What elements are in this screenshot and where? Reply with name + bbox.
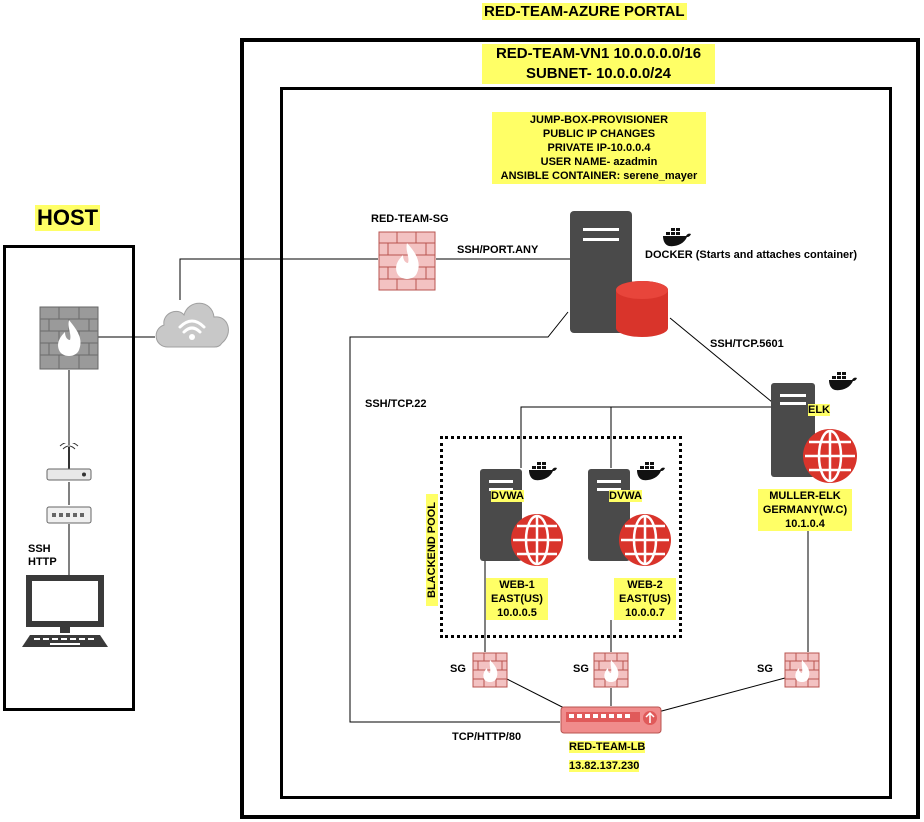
elk-region: GERMANY(W.C): [762, 504, 848, 516]
web2-info: WEB-2 EAST(US) 10.0.0.7: [614, 578, 676, 620]
jumpbox-line2: PUBLIC IP CHANGES: [542, 128, 656, 140]
router-icon[interactable]: [46, 441, 92, 488]
web1-docker-icon: [528, 462, 558, 487]
sg-label-web2: SG: [573, 663, 589, 675]
workstation-icon[interactable]: [20, 573, 110, 654]
load-balancer-ip: 13.82.137.230: [569, 760, 640, 772]
web2-ip: 10.0.0.7: [625, 607, 665, 619]
docker-label: DOCKER (Starts and attaches container): [645, 249, 858, 261]
sg-web2-firewall-icon[interactable]: [593, 652, 629, 693]
web2-region: EAST(US): [619, 593, 671, 605]
host-firewall-icon[interactable]: [39, 306, 99, 375]
link-ssh-port-any: SSH/PORT.ANY: [457, 244, 539, 256]
elk-docker-icon: [828, 372, 858, 397]
host-protocol-ssh: SSH: [28, 543, 51, 555]
modem-icon[interactable]: [46, 506, 92, 529]
link-ssh-tcp-22: SSH/TCP.22: [365, 398, 427, 410]
load-balancer-name: RED-TEAM-LB: [569, 741, 646, 753]
link-tcp-http-80: TCP/HTTP/80: [452, 731, 522, 743]
host-protocols: SSH HTTP: [28, 543, 57, 569]
host-protocol-http: HTTP: [28, 556, 57, 568]
vnet-line1: RED-TEAM-VN1 10.0.0.0.0/16: [495, 45, 702, 62]
web1-app-label: DVWA: [491, 490, 524, 502]
jumpbox-line1: JUMP-BOX-PROVISIONER: [529, 114, 669, 126]
web1-info: WEB-1 EAST(US) 10.0.0.5: [486, 578, 548, 620]
vnet-boundary: [240, 38, 920, 819]
elk-server-icon[interactable]: [770, 382, 860, 497]
elk-name: MULLER-ELK: [769, 490, 841, 502]
web2-globe-icon: [619, 514, 671, 566]
elk-ip: 10.1.0.4: [785, 518, 825, 530]
jumpbox-line4: USER NAME- azadmin: [540, 156, 658, 168]
jumpbox-line5: ANSIBLE CONTAINER: serene_mayer: [500, 170, 698, 182]
web1-name: WEB-1: [499, 579, 535, 591]
subnet-boundary: [280, 87, 892, 799]
link-ssh-tcp-5601: SSH/TCP.5601: [710, 338, 784, 350]
backend-pool-label: BLACKEND POOL: [426, 494, 438, 606]
web1-ip: 10.0.0.5: [497, 607, 537, 619]
backend-pool-boundary: [440, 436, 682, 638]
elk-app-label: ELK: [808, 404, 830, 416]
sg-web1-firewall-icon[interactable]: [472, 652, 508, 693]
jumpbox-info: JUMP-BOX-PROVISIONER PUBLIC IP CHANGES P…: [492, 112, 706, 184]
vnet-line2: SUBNET- 10.0.0.0/24: [525, 65, 672, 82]
load-balancer-icon[interactable]: [560, 706, 662, 739]
sg-label-web1: SG: [450, 663, 466, 675]
security-group-firewall-icon[interactable]: [378, 231, 436, 296]
web2-docker-icon: [636, 462, 666, 487]
web1-region: EAST(US): [491, 593, 543, 605]
jumpbox-server-icon[interactable]: [569, 210, 675, 345]
web2-app-label: DVWA: [609, 490, 642, 502]
elk-info: MULLER-ELK GERMANY(W.C) 10.1.0.4: [758, 489, 852, 531]
jumpbox-line3: PRIVATE IP-10.0.0.4: [547, 142, 651, 154]
web1-globe-icon: [511, 514, 563, 566]
internet-cloud-icon[interactable]: [150, 293, 234, 356]
security-group-label: RED-TEAM-SG: [371, 213, 449, 225]
elk-globe-icon: [803, 429, 857, 483]
docker-icon: [662, 228, 692, 253]
portal-title: RED-TEAM-AZURE PORTAL: [482, 3, 687, 20]
sg-elk-firewall-icon[interactable]: [784, 652, 820, 693]
sg-label-elk: SG: [757, 663, 773, 675]
host-boundary: [3, 245, 135, 711]
host-title: HOST: [35, 205, 101, 231]
web2-name: WEB-2: [627, 579, 663, 591]
vnet-label: RED-TEAM-VN1 10.0.0.0.0/16 SUBNET- 10.0.…: [482, 44, 715, 84]
